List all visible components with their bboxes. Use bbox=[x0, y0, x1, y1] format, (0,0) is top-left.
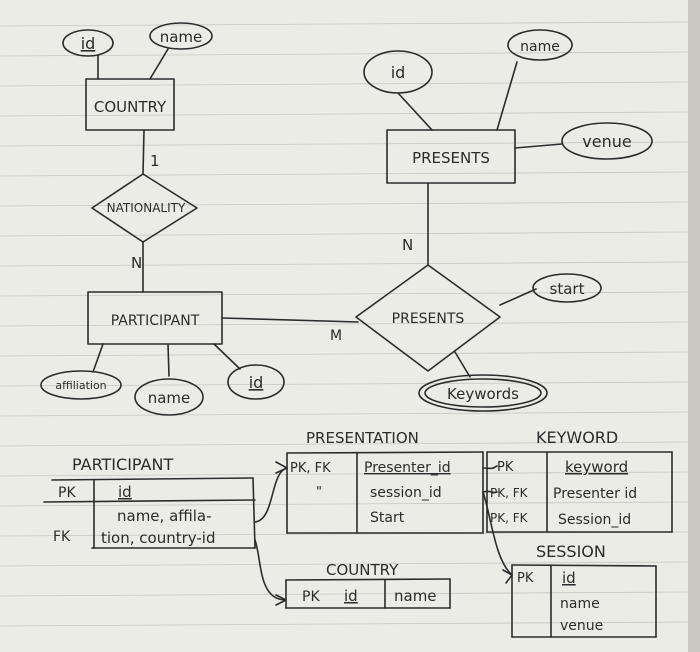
presents-venue-label: venue bbox=[582, 132, 631, 151]
keyword-key-2: PK, FK bbox=[490, 486, 529, 500]
participant-table: PARTICIPANT PK id name, affila- FK tion,… bbox=[43, 455, 256, 549]
cardinality-presents-n: N bbox=[402, 236, 413, 254]
presents-name-label: name bbox=[520, 39, 560, 55]
participant-affiliation-attribute bbox=[40, 370, 122, 400]
presents-entity-label: PRESENTS bbox=[412, 149, 490, 167]
cardinality-participant: N bbox=[131, 254, 142, 272]
participant-rest-column-2: tion, country-id bbox=[101, 529, 215, 547]
page-edge bbox=[688, 0, 700, 652]
country-id-label: id bbox=[81, 34, 96, 53]
participant-fk-key: FK bbox=[53, 529, 71, 545]
session-col-1: id bbox=[562, 569, 576, 587]
presentation-table-title: PRESENTATION bbox=[306, 429, 419, 447]
country-name-attribute bbox=[149, 22, 213, 50]
keywords-attribute-outer bbox=[418, 374, 548, 412]
session-table: SESSION PK id name venue bbox=[511, 542, 657, 638]
country-entity-label: COUNTRY bbox=[94, 98, 167, 116]
keyword-col-1: keyword bbox=[565, 458, 628, 476]
keyword-col-3: Session_id bbox=[558, 512, 631, 528]
participant-pk-key: PK bbox=[58, 485, 76, 501]
participant-id-label: id bbox=[249, 373, 264, 392]
presents-name-attribute bbox=[507, 29, 573, 61]
presentation-col-2: session_id bbox=[370, 485, 442, 501]
keywords-attribute-inner bbox=[424, 378, 542, 408]
participant-name-label: name bbox=[148, 389, 191, 407]
country-key: PK bbox=[302, 589, 320, 605]
country-table: COUNTRY PK id name bbox=[285, 561, 451, 609]
country-id-attribute bbox=[62, 29, 114, 57]
presentation-key-1: PK, FK bbox=[290, 461, 331, 476]
presentation-key-2: " bbox=[316, 485, 322, 500]
presentation-to-keyword-arrow-1 bbox=[482, 465, 498, 470]
ruled-lines bbox=[0, 21, 689, 627]
presentation-col-1: Presenter_id bbox=[364, 460, 451, 476]
participant-id-attribute bbox=[227, 364, 285, 400]
country-col-1: id bbox=[344, 587, 358, 605]
keyword-key-3: PK, FK bbox=[490, 511, 529, 525]
cardinality-presents-m: M bbox=[330, 328, 342, 344]
session-table-title: SESSION bbox=[536, 542, 606, 561]
session-col-3: venue bbox=[560, 618, 603, 634]
participant-rest-column-1: name, affila- bbox=[117, 507, 212, 525]
country-col-2: name bbox=[394, 587, 437, 605]
participant-id-column: id bbox=[118, 483, 132, 501]
fk-connectors bbox=[254, 461, 513, 606]
country-entity bbox=[85, 78, 175, 131]
participant-entity-label: PARTICIPANT bbox=[111, 313, 200, 329]
participant-table-title: PARTICIPANT bbox=[72, 455, 173, 474]
session-col-2: name bbox=[560, 596, 600, 612]
keyword-col-2: Presenter id bbox=[553, 486, 637, 502]
presents-start-attribute bbox=[532, 273, 602, 303]
session-key: PK bbox=[517, 571, 534, 586]
country-name-label: name bbox=[160, 28, 203, 46]
nationality-label: NATIONALITY bbox=[107, 201, 186, 215]
presents-entity bbox=[386, 129, 516, 184]
presentation-table: PRESENTATION PK, FK " Presenter_id sessi… bbox=[286, 429, 484, 534]
participant-to-country-arrow bbox=[254, 539, 287, 601]
participant-affiliation-label: affiliation bbox=[55, 379, 106, 392]
presentation-col-3: Start bbox=[370, 510, 405, 526]
keywords-label: Keywords bbox=[447, 385, 519, 403]
keyword-table: KEYWORD PK PK, FK PK, FK keyword Present… bbox=[486, 428, 673, 533]
presents-venue-attribute bbox=[561, 122, 653, 160]
cardinality-country: 1 bbox=[150, 152, 160, 170]
session-to-keyword-arrow bbox=[482, 491, 513, 576]
keyword-key-1: PK bbox=[497, 460, 514, 475]
presents-relationship-label: PRESENTS bbox=[392, 311, 465, 327]
country-table-title: COUNTRY bbox=[326, 561, 399, 579]
presentation-to-keyword-arrow-2 bbox=[482, 490, 498, 494]
keyword-table-title: KEYWORD bbox=[536, 428, 618, 447]
participant-name-attribute bbox=[134, 378, 204, 416]
presents-relationship bbox=[355, 264, 501, 372]
presents-start-label: start bbox=[550, 280, 585, 298]
presents-id-label: id bbox=[391, 63, 406, 82]
